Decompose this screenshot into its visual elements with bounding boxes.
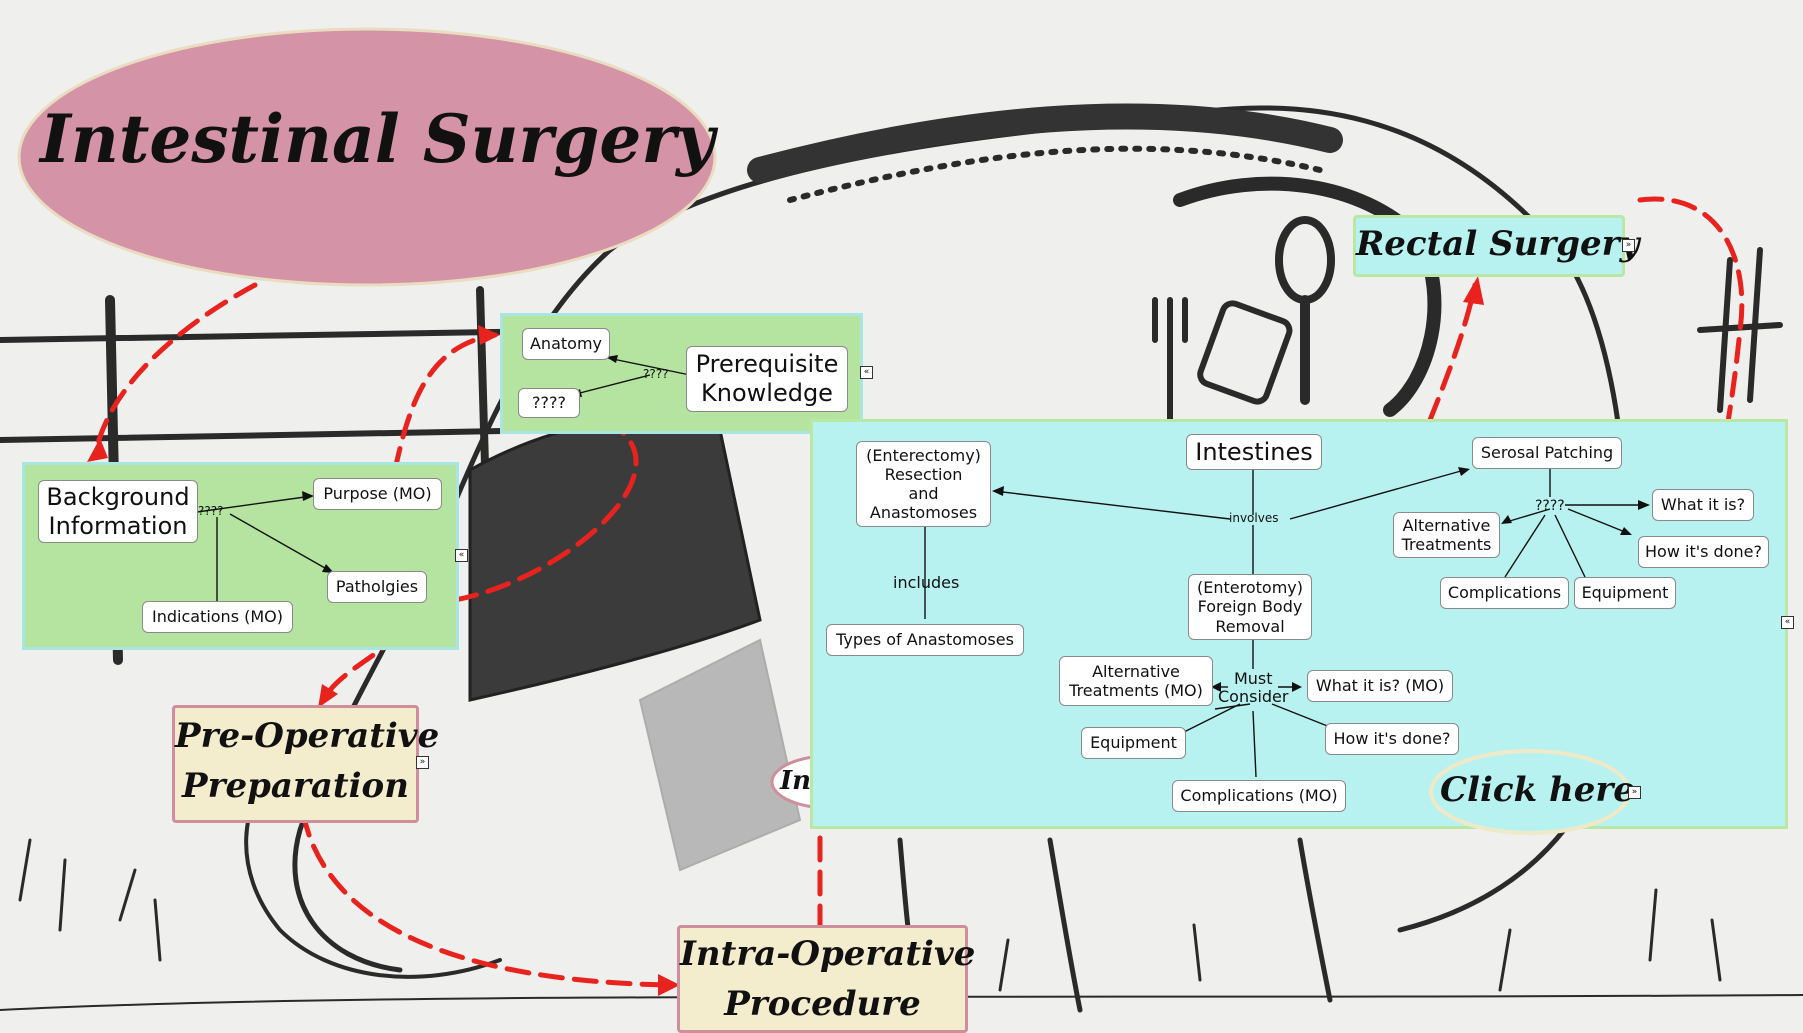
fb-alternative-treatments-node[interactable]: Alternative Treatments (MO) — [1059, 656, 1213, 706]
background-information-node[interactable]: Background Information — [38, 480, 198, 543]
intra-operative-procedure-node[interactable]: Intra-Operative Procedure — [677, 925, 976, 1033]
background-info-collapse-icon[interactable]: « — [455, 549, 468, 562]
indications-node[interactable]: Indications (MO) — [142, 601, 293, 633]
resection-anastomoses-node[interactable]: (Enterectomy) Resection and Anastomoses — [856, 441, 991, 527]
pre-operative-expand-icon[interactable]: » — [416, 756, 429, 769]
foreign-body-removal-node[interactable]: (Enterotomy) Foreign Body Removal — [1188, 574, 1312, 640]
fb-how-node[interactable]: How it's done? — [1325, 723, 1459, 755]
pathologies-node[interactable]: Patholgies — [327, 571, 427, 603]
purpose-node[interactable]: Purpose (MO) — [313, 478, 442, 510]
involves-link-label: involves — [1229, 511, 1279, 525]
types-of-anastomoses-node[interactable]: Types of Anastomoses — [826, 624, 1024, 656]
fb-complications-node[interactable]: Complications (MO) — [1172, 780, 1346, 812]
pre-operative-line1: Pre-Operative — [175, 716, 440, 756]
intestines-collapse-icon[interactable]: « — [1781, 616, 1794, 629]
serosal-patching-node[interactable]: Serosal Patching — [1472, 437, 1622, 469]
background-info-links — [196, 491, 334, 602]
pre-operative-preparation-node[interactable]: Pre-Operative Preparation — [172, 705, 440, 823]
fb-what-node[interactable]: What it is? (MO) — [1307, 670, 1453, 702]
serosal-alternative-treatments-node[interactable]: Alternative Treatments — [1393, 512, 1500, 558]
serosal-how-node[interactable]: How it's done? — [1638, 536, 1769, 568]
serosal-complications-node[interactable]: Complications — [1440, 577, 1569, 609]
rectal-surgery-expand-icon[interactable]: » — [1622, 239, 1635, 252]
prerequisite-collapse-icon[interactable]: « — [860, 366, 873, 379]
includes-link-label: includes — [893, 573, 960, 592]
unknown-node[interactable]: ???? — [518, 388, 580, 418]
serosal-what-node[interactable]: What it is? — [1652, 489, 1754, 521]
must-consider-link-label: Must Consider — [1218, 669, 1289, 707]
prerequisite-link-label: ???? — [643, 367, 669, 381]
intestines-node[interactable]: Intestines — [1186, 434, 1322, 470]
background-info-link-label: ???? — [198, 504, 224, 518]
fb-equipment-node[interactable]: Equipment — [1081, 727, 1186, 759]
partial-oval-label: In — [780, 766, 812, 796]
click-here-expand-icon[interactable]: » — [1628, 786, 1641, 799]
rectal-surgery-node[interactable]: Rectal Surgery — [1353, 215, 1640, 277]
pre-operative-line2: Preparation — [182, 766, 409, 806]
rectal-surgery-title: Rectal Surgery — [1356, 224, 1640, 264]
intra-operative-line1: Intra-Operative — [680, 934, 976, 974]
title-oval[interactable] — [17, 26, 717, 288]
prerequisite-knowledge-node[interactable]: Prerequisite Knowledge — [686, 346, 848, 412]
click-here-label: Click here — [1440, 770, 1635, 810]
anatomy-node[interactable]: Anatomy — [522, 328, 610, 360]
intestines-links — [924, 467, 1650, 778]
serosal-equipment-node[interactable]: Equipment — [1574, 577, 1676, 609]
serosal-link-label: ???? — [1535, 498, 1565, 514]
map-title: Intestinal Surgery — [40, 100, 715, 178]
intra-operative-line2: Procedure — [724, 984, 921, 1024]
